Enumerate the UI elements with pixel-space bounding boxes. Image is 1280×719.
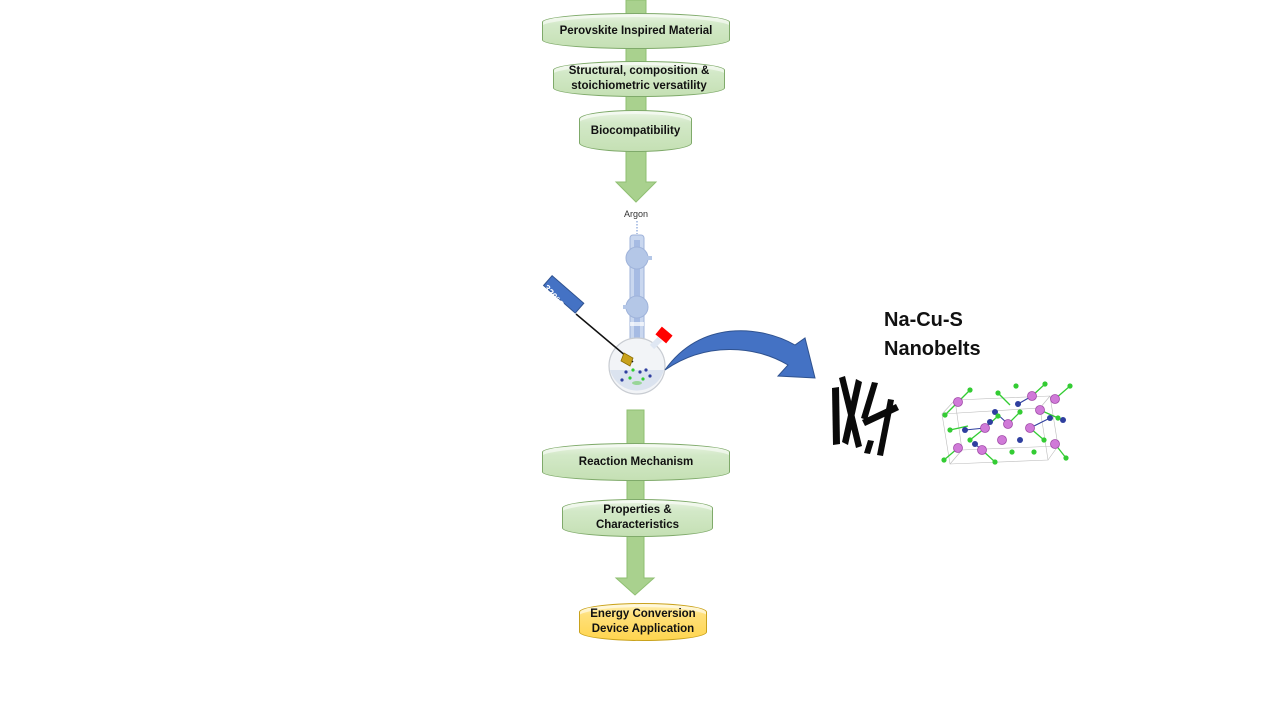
product-title-line2: Nanobelts (884, 338, 981, 360)
reflux-condenser (623, 234, 652, 348)
curved-arrow (664, 330, 816, 379)
thermometer (542, 274, 634, 367)
product-title: Na-Cu-S Nanobelts (884, 306, 981, 364)
product-title-line1: Na-Cu-S (884, 309, 963, 331)
step-label-line2: stoichiometric versatility (571, 80, 707, 92)
step-label: Perovskite Inspired Material (559, 24, 713, 37)
step-energy-conversion: Energy Conversion Device Application (579, 603, 707, 641)
step-reaction-mechanism: Reaction Mechanism (542, 443, 730, 481)
step-label-line1: Energy Conversion (590, 608, 696, 620)
step-biocompatibility: Biocompatibility (579, 110, 692, 152)
reagent-particles (620, 368, 652, 385)
step-perovskite-material: Perovskite Inspired Material (542, 13, 730, 49)
step-label-line2: Characteristics (595, 519, 680, 531)
red-stopper (655, 326, 673, 344)
step-label-line1: Properties & (603, 504, 672, 516)
round-bottom-flask (608, 326, 673, 395)
crystal-structure-icon (941, 381, 1073, 465)
step-label-line1: Structural, composition & (568, 65, 710, 77)
step-label: Reaction Mechanism (578, 455, 694, 468)
nanobelts-icon (832, 376, 899, 456)
step-properties: Properties & Characteristics (562, 499, 713, 537)
step-label: Biocompatibility (590, 124, 681, 137)
step-structural-versatility: Structural, composition & stoichiometric… (553, 61, 725, 97)
argon-label: Argon (624, 209, 649, 219)
step-label-line2: Device Application (591, 623, 695, 635)
